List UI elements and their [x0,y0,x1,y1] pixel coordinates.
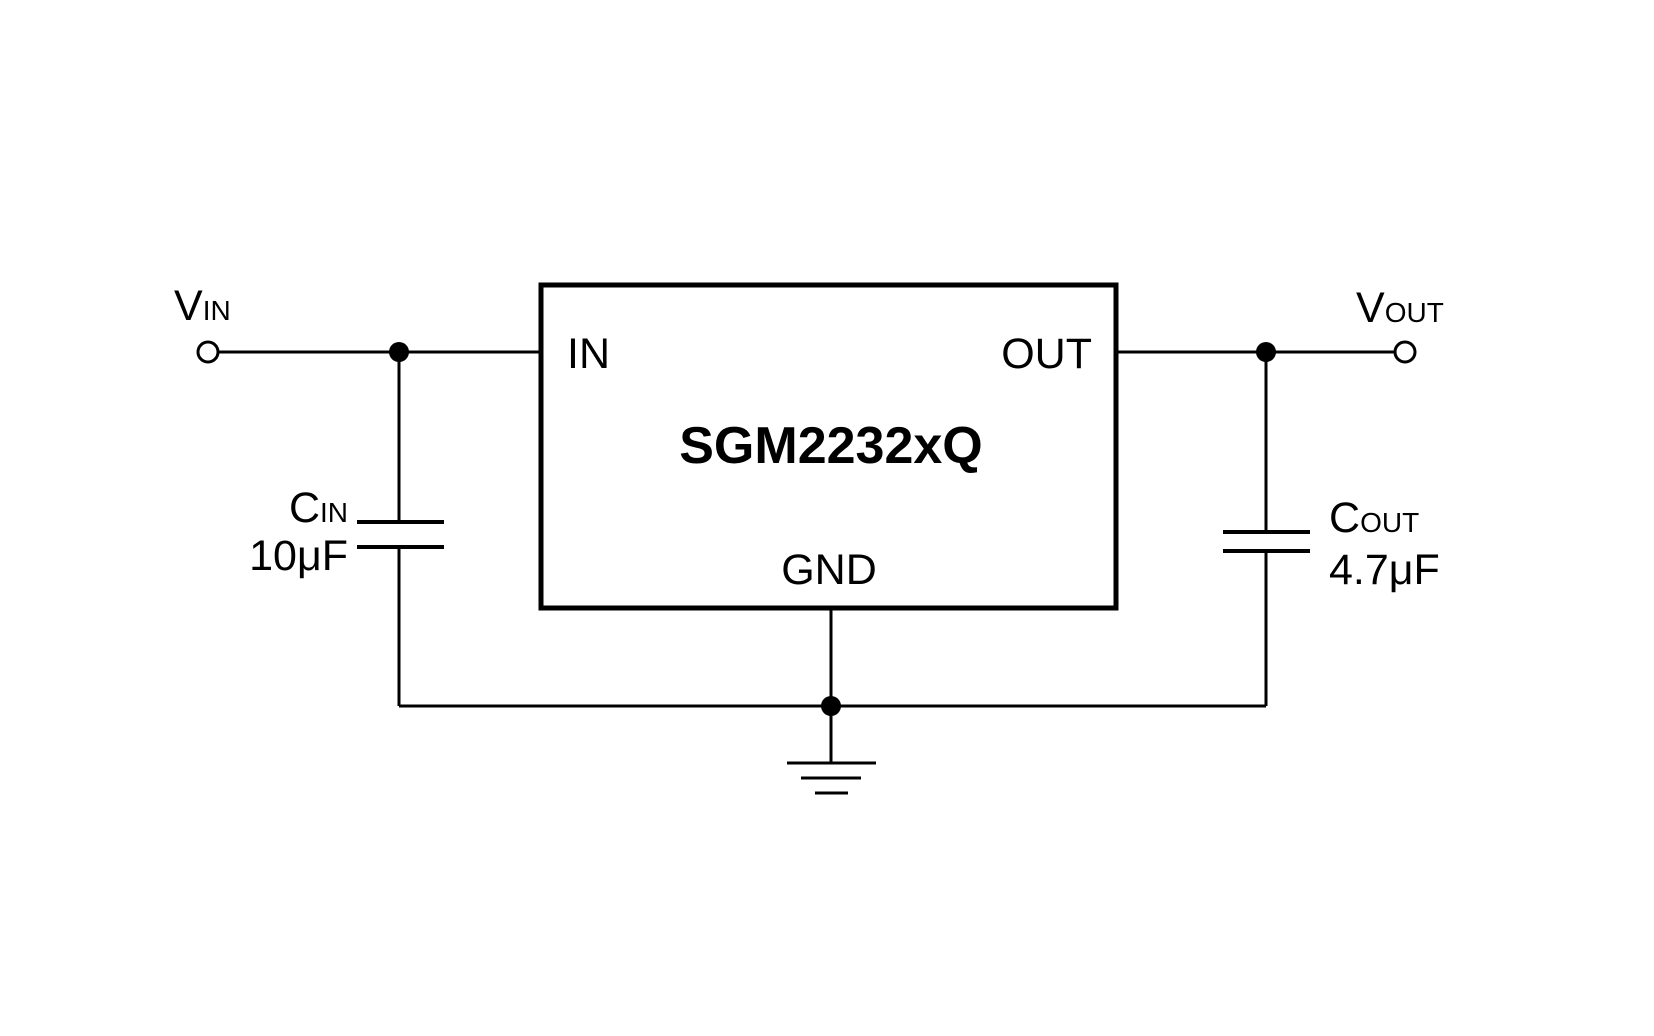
junction-dot-icon [389,342,409,362]
capacitor-icon [357,520,444,549]
vout-terminal-icon [1393,340,1417,364]
junction-dot-icon [821,696,841,716]
cout-value: 4.7μF [1329,546,1440,594]
vin-label: VIN [174,282,231,330]
cin-label: CIN [289,484,348,532]
capacitor-icon [1223,530,1310,553]
cin-value: 10μF [249,532,348,580]
pin-gnd-label: GND [781,546,877,594]
pin-in-label: IN [567,330,610,378]
cout-label: COUT [1329,494,1419,542]
junction-dot-icon [1256,342,1276,362]
vin-terminal-icon [196,340,220,364]
ground-symbol-icon [787,761,876,795]
vout-label: VOUT [1356,284,1444,332]
ic-body [538,282,1119,611]
part-number: SGM2232xQ [679,417,983,475]
pin-out-label: OUT [1001,330,1092,378]
